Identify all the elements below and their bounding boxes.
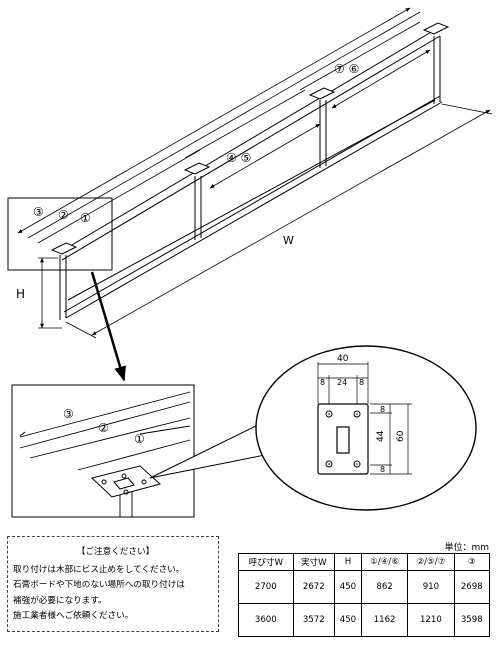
table-cell: 862 — [360, 570, 409, 604]
inset-label-c2: ② — [98, 421, 109, 435]
table-header-row: 呼び寸W 実寸W H ①/④/⑥ ②/⑤/⑦ ③ — [238, 553, 491, 571]
unit-label: 単位：mm — [444, 543, 489, 553]
table-cell: 2672 — [292, 570, 335, 604]
notice-line: 補強が必要になります。 — [13, 595, 107, 606]
table-cell: 1210 — [407, 603, 455, 637]
dim-60: 60 — [396, 430, 406, 442]
detail-highlight-box — [7, 197, 113, 271]
table-cell: 3598 — [453, 603, 491, 637]
table-cell: 2698 — [453, 570, 491, 604]
shelf-frame — [59, 27, 443, 320]
dim-8-right: 8 — [359, 378, 364, 387]
technical-drawing: ③ ② ① ④ ⑤ ⑦ ⑥ W H ③ ② ① — [7, 7, 493, 518]
table-cell: 910 — [407, 570, 455, 604]
header-cell: ③ — [453, 553, 491, 571]
header-cell: ②/⑤/⑦ — [407, 553, 455, 571]
table-row: 3600 3572 450 1162 1210 3598 — [238, 603, 491, 637]
notice-line: 施工業者様へご依頼ください。 — [13, 611, 134, 621]
notice-box: 【ご注意ください】 取り付けは木部にビス止めをしてください。 石膏ボードや下地の… — [7, 536, 219, 632]
table-cell: 450 — [333, 570, 362, 604]
dimension-lines — [17, 7, 493, 339]
notice-title: 【ご注意ください】 — [76, 547, 155, 557]
dim-24: 24 — [337, 378, 347, 387]
dim-8-bottom: 8 — [380, 465, 385, 474]
table-cell: 3600 — [238, 603, 294, 637]
inset-label-c3: ③ — [63, 407, 74, 421]
dim-44: 44 — [376, 430, 386, 442]
header-cell: 呼び寸W — [238, 553, 294, 571]
label-c1: ① — [80, 211, 91, 225]
header-cell: H — [333, 553, 362, 571]
dim-8-top: 8 — [380, 405, 385, 414]
header-cell: ①/④/⑥ — [360, 553, 409, 571]
label-c76: ⑦ ⑥ — [334, 62, 359, 76]
label-c3: ③ — [33, 205, 44, 219]
table-cell: 3572 — [292, 603, 335, 637]
detail-inset: ③ ② ① — [11, 384, 195, 518]
notice-line: 石膏ボードや下地のない場所への取り付けは — [13, 580, 185, 590]
notice-line: 取り付けは木部にビス止めをしてください。 — [13, 564, 185, 575]
spec-table: 呼び寸W 実寸W H ①/④/⑥ ②/⑤/⑦ ③ 2700 2672 450 8… — [238, 553, 491, 637]
header-cell: 実寸W — [292, 553, 335, 571]
table-row: 2700 2672 450 862 910 2698 — [238, 570, 491, 604]
inset-label-c1: ① — [134, 432, 145, 446]
label-h: H — [16, 287, 25, 301]
label-c2: ② — [58, 208, 69, 222]
detail-arrow — [90, 271, 126, 382]
dim-40: 40 — [337, 354, 349, 364]
label-w: W — [283, 234, 294, 247]
dim-8-left: 8 — [320, 378, 325, 387]
table-cell: 450 — [333, 603, 362, 637]
label-c45: ④ ⑤ — [226, 151, 251, 165]
table-cell: 2700 — [238, 570, 294, 604]
table-cell: 1162 — [360, 603, 409, 637]
plate-detail: 40 8 24 8 8 44 8 60 — [255, 345, 477, 511]
